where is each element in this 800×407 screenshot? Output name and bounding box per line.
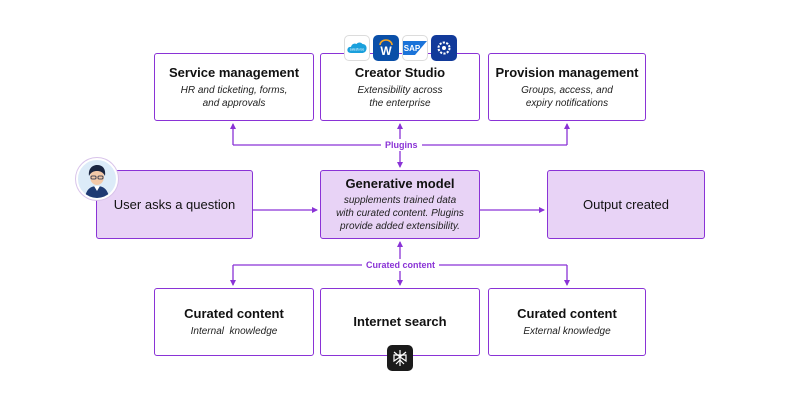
workday-logo-text: W bbox=[380, 44, 392, 58]
service-management-box: Service management HR and ticketing, for… bbox=[154, 53, 314, 121]
curated-internal-title: Curated content bbox=[184, 306, 284, 321]
output-created-label: Output created bbox=[583, 197, 669, 212]
user-question-box: User asks a question bbox=[96, 170, 253, 239]
model-desc-line2: with curated content. Plugins bbox=[336, 208, 464, 219]
salesforce-cloud-icon: salesforce bbox=[347, 42, 367, 53]
provision-desc-line2: expiry notifications bbox=[525, 97, 609, 109]
sap-logo: SAP bbox=[402, 35, 428, 61]
provision-desc-line1: Groups, access, and bbox=[521, 84, 613, 96]
service-management-desc: HR and ticketing, forms, and approvals bbox=[181, 84, 288, 110]
curated-internal-box: Curated content Internal knowledge bbox=[154, 288, 314, 356]
provision-management-box: Provision management Groups, access, and… bbox=[488, 53, 646, 121]
sap-logo-text: SAP bbox=[404, 44, 421, 53]
perplexity-logo bbox=[387, 345, 413, 371]
plugins-label: Plugins bbox=[381, 139, 422, 151]
user-avatar-icon bbox=[85, 165, 109, 198]
output-created-box: Output created bbox=[547, 170, 705, 239]
service-management-title: Service management bbox=[168, 64, 300, 80]
user-question-label: User asks a question bbox=[113, 197, 236, 212]
internet-search-title: Internet search bbox=[353, 314, 447, 329]
perplexity-icon bbox=[393, 350, 407, 366]
generative-model-desc: supplements trained data with curated co… bbox=[336, 194, 464, 233]
creator-studio-title: Creator Studio bbox=[354, 64, 446, 80]
creator-studio-desc: Extensibility across the enterprise bbox=[357, 84, 442, 110]
gear-badge-logo bbox=[431, 35, 457, 61]
internet-search-box: Internet search bbox=[320, 288, 480, 356]
creator-desc-line2: the enterprise bbox=[369, 97, 431, 109]
workday-icon: W bbox=[379, 39, 393, 58]
salesforce-logo: salesforce bbox=[344, 35, 370, 61]
user-avatar bbox=[76, 158, 118, 200]
curated-external-desc: External knowledge bbox=[523, 326, 611, 337]
curated-internal-desc: Internal knowledge bbox=[190, 326, 278, 337]
provision-management-desc: Groups, access, and expiry notifications bbox=[521, 84, 613, 110]
creator-desc-line1: Extensibility across bbox=[357, 84, 443, 96]
gear-icon bbox=[437, 41, 451, 55]
generative-model-box: Generative model supplements trained dat… bbox=[320, 170, 480, 239]
curated-external-box: Curated content External knowledge bbox=[488, 288, 646, 356]
salesforce-logo-text: salesforce bbox=[350, 48, 365, 52]
model-desc-line1: supplements trained data bbox=[343, 195, 457, 206]
creator-studio-box: Creator Studio Extensibility across the … bbox=[320, 53, 480, 121]
curated-external-title: Curated content bbox=[517, 306, 617, 321]
provision-management-title: Provision management bbox=[495, 64, 639, 80]
sap-icon: SAP bbox=[403, 41, 427, 55]
service-desc-line1: HR and ticketing, forms, bbox=[180, 84, 288, 96]
model-desc-line3: provide added extensibility. bbox=[340, 221, 460, 232]
service-desc-line2: and approvals bbox=[202, 97, 266, 109]
generative-model-title: Generative model bbox=[345, 176, 455, 191]
workday-logo: W bbox=[373, 35, 399, 61]
curated-content-label: Curated content bbox=[362, 259, 440, 271]
